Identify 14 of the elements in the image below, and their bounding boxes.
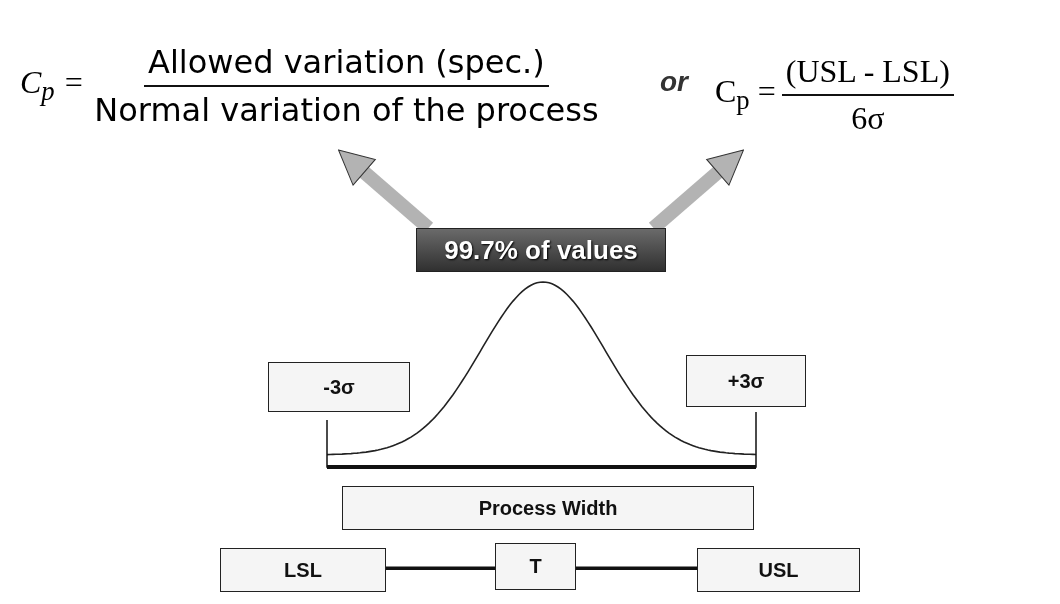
numerator: (USL - LSL) (781, 53, 954, 96)
connective-text: or (660, 66, 688, 98)
sigma-label-box: +3σ (686, 355, 806, 407)
formula-symbol: C$_{p}$ = (20, 64, 85, 108)
limit-box: LSL (220, 548, 386, 592)
numerator: Allowed variation (spec.) (144, 43, 549, 87)
denominator: Normal variation of the process (93, 90, 600, 129)
sigma-label-box: -3σ (268, 362, 410, 412)
formula-symbol: C$_{p}$ = (715, 73, 776, 117)
value-banner: 99.7% of values (416, 228, 666, 272)
width-label-box: Process Width (342, 486, 754, 530)
limit-box: USL (697, 548, 860, 592)
denominator: 6σ (850, 99, 886, 137)
target-box: T (495, 543, 576, 590)
